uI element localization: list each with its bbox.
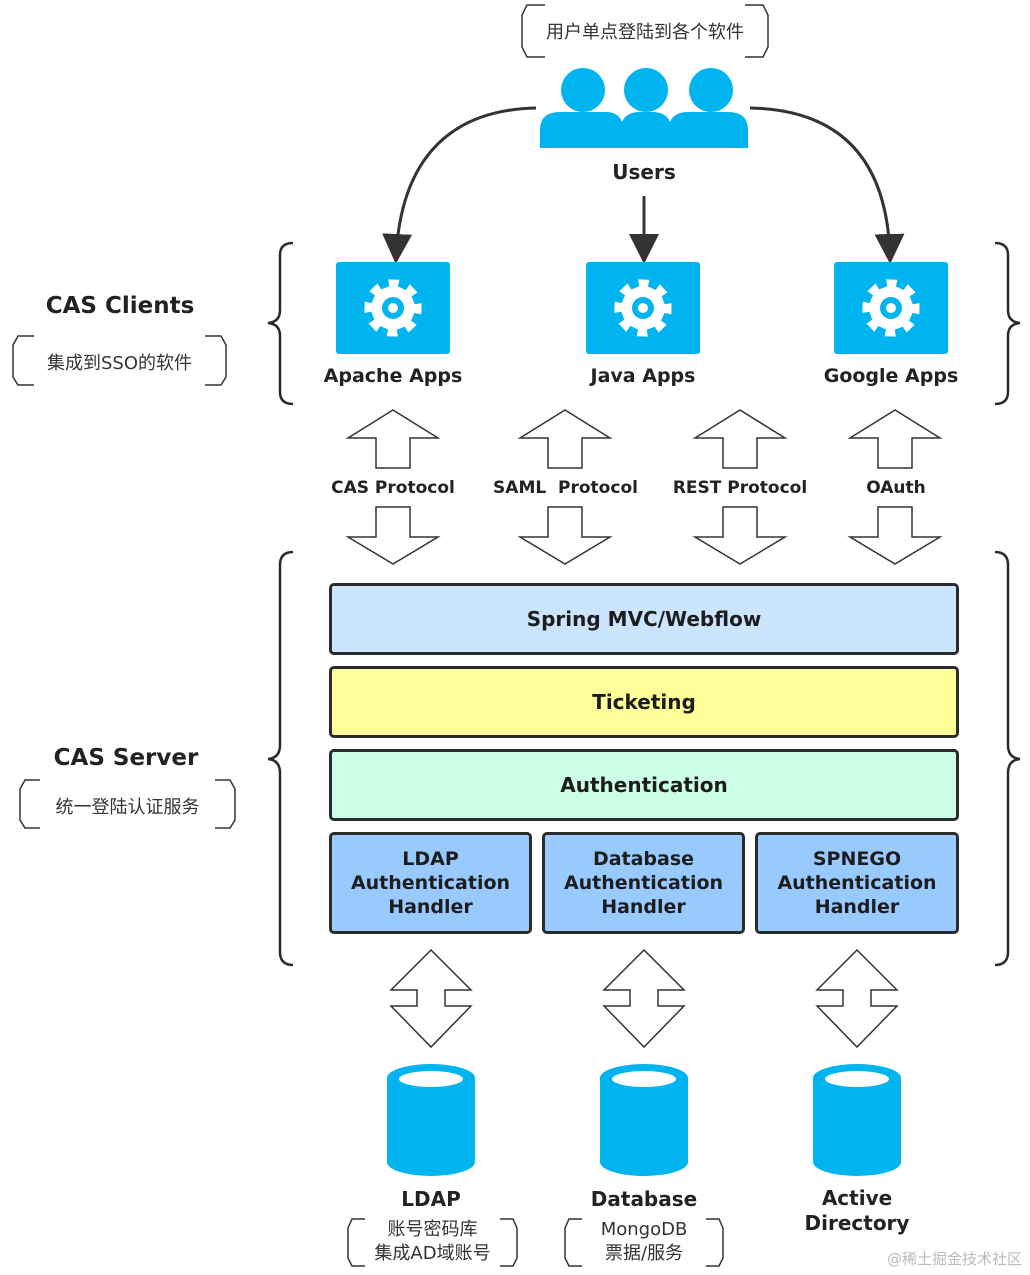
gear-icons: [364, 279, 920, 337]
protocol-label-cas: CAS Protocol: [331, 478, 455, 498]
protocol-label-saml: SAML Protocol: [493, 478, 638, 498]
handler-database: Database Authentication Handler: [542, 832, 745, 934]
up-arrow: [692, 409, 788, 469]
protocol-label-oauth: OAuth: [866, 478, 926, 498]
store-cylinders: [387, 1064, 901, 1176]
double-arrow: [602, 948, 686, 1049]
double-arrow: [815, 948, 899, 1049]
layer-ticketing: Ticketing: [329, 666, 959, 738]
handler-ldap-line3: Handler: [388, 896, 473, 918]
down-arrow: [692, 506, 788, 565]
app-label-apache: Apache Apps: [323, 365, 463, 387]
clients-brace: [267, 241, 1021, 406]
store-note-database: MongoDB 票据/服务: [569, 1218, 719, 1266]
store-note-brackets: [347, 1218, 724, 1267]
store-double-arrows: [389, 948, 899, 1049]
store-label-ad-line2: Directory: [804, 1211, 910, 1235]
layer-authentication: Authentication: [329, 749, 959, 821]
handler-ldap: LDAP Authentication Handler: [329, 832, 532, 934]
handler-spnego-line3: Handler: [814, 896, 900, 918]
cas-server-note: 统一登陆认证服务: [55, 797, 200, 818]
up-arrow: [847, 409, 943, 469]
double-arrow: [389, 948, 473, 1049]
cas-clients-note: 集成到SSO的软件: [46, 353, 193, 374]
watermark: @稀土掘金技术社区: [886, 1250, 1022, 1268]
users-note: 用户单点登陆到各个软件: [546, 22, 744, 43]
cas-server-title: CAS Server: [53, 745, 199, 771]
layer-spring-mvc: Spring MVC/Webflow: [329, 583, 959, 655]
handler-spnego: SPNEGO Authentication Handler: [755, 832, 959, 934]
gear-icon: [614, 279, 672, 337]
up-arrow: [517, 409, 613, 469]
protocol-arrows: [345, 409, 943, 565]
handler-database-line3: Handler: [601, 896, 686, 918]
handler-spnego-line1: SPNEGO: [812, 848, 902, 870]
protocol-label-rest: REST Protocol: [672, 478, 808, 498]
handler-database-line2: Authentication: [563, 872, 724, 894]
store-note-ldap: 账号密码库 集成AD域账号: [352, 1218, 513, 1266]
gear-icon: [862, 279, 920, 337]
database-cylinder-icon: [387, 1064, 475, 1176]
store-label-active-directory: Active Directory: [787, 1186, 927, 1236]
up-arrow: [345, 409, 441, 469]
server-brace: [267, 550, 1021, 967]
down-arrow: [847, 506, 943, 565]
clients-note-bracket: [12, 335, 227, 386]
user-arrows: [382, 106, 905, 264]
store-note-ldap-line2: 集成AD域账号: [374, 1243, 491, 1264]
store-note-database-line1: MongoDB: [600, 1219, 688, 1240]
users-label: Users: [612, 160, 676, 184]
users-note-bracket: [521, 4, 769, 58]
handler-spnego-line2: Authentication: [777, 872, 937, 894]
down-arrow: [517, 506, 613, 565]
handler-ldap-line2: Authentication: [350, 872, 511, 894]
gear-icon: [364, 279, 422, 337]
store-note-ldap-line1: 账号密码库: [387, 1219, 478, 1240]
down-arrow: [345, 506, 441, 565]
store-label-database: Database: [590, 1187, 698, 1211]
store-label-ad-line1: Active: [821, 1186, 893, 1210]
handler-ldap-line1: LDAP: [402, 848, 459, 870]
app-label-java: Java Apps: [590, 365, 696, 387]
store-label-ldap: LDAP: [401, 1187, 461, 1211]
cas-clients-title: CAS Clients: [45, 293, 195, 319]
app-label-google: Google Apps: [823, 365, 959, 387]
users-icon: [540, 68, 748, 148]
handler-database-line1: Database: [592, 848, 695, 870]
server-note-bracket: [19, 779, 236, 829]
store-note-database-line2: 票据/服务: [604, 1243, 684, 1264]
database-cylinder-icon: [600, 1064, 688, 1176]
database-cylinder-icon: [813, 1064, 901, 1176]
